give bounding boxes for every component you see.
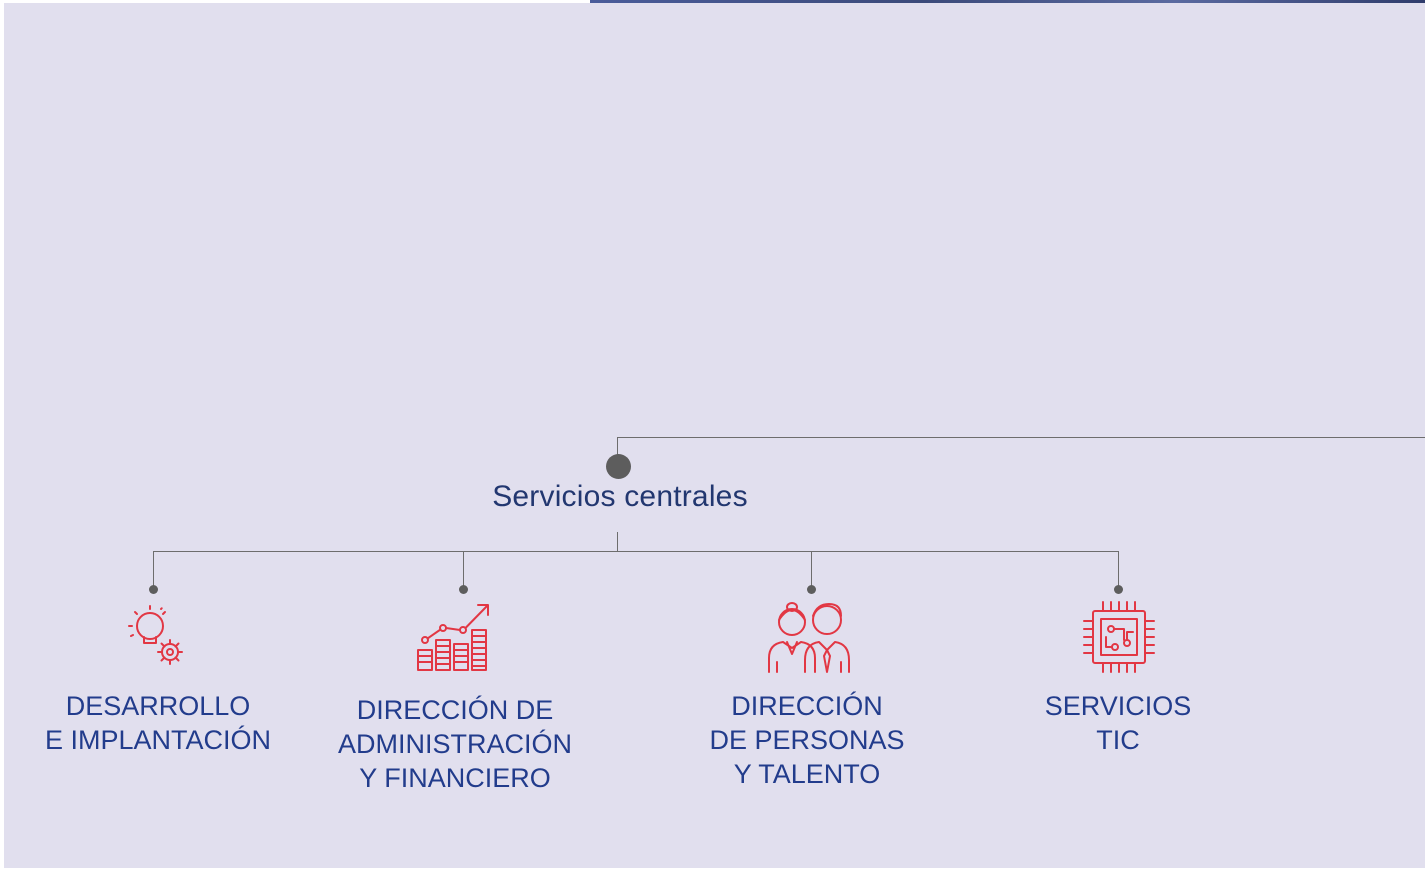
- root-title: Servicios centrales: [492, 480, 748, 513]
- child-node-3: [807, 585, 816, 594]
- people-icon: [765, 598, 859, 676]
- parent-connector-vertical: [617, 437, 618, 465]
- page-edge-left: [0, 0, 4, 872]
- root-node: [606, 454, 631, 479]
- child-drop-1: [153, 551, 154, 588]
- dept-label-4: SERVICIOS TIC: [1044, 691, 1192, 755]
- children-bus: [153, 551, 1119, 552]
- root-stem: [617, 532, 618, 551]
- child-drop-2: [463, 551, 464, 588]
- child-node-1: [149, 585, 158, 594]
- dept-label-2: DIRECCIÓN DE ADMINISTRACIÓN Y FINANCIERO: [337, 695, 572, 793]
- child-node-4: [1114, 585, 1123, 594]
- child-node-2: [459, 585, 468, 594]
- dept-label-3: DIRECCIÓN DE PERSONAS Y TALENTO: [709, 691, 905, 789]
- header-image-strip: [590, 0, 1425, 3]
- page-edge-bottom: [0, 868, 1425, 872]
- child-drop-4: [1118, 551, 1119, 588]
- parent-connector-horizontal: [617, 437, 1425, 438]
- chip-icon: [1081, 599, 1157, 675]
- lightbulb-gear-icon: [122, 600, 194, 672]
- dept-label-1: DESARROLLO E IMPLANTACIÓN: [44, 691, 272, 755]
- child-drop-3: [811, 551, 812, 588]
- growth-chart-icon: [415, 600, 495, 674]
- page-edge-top: [0, 0, 590, 3]
